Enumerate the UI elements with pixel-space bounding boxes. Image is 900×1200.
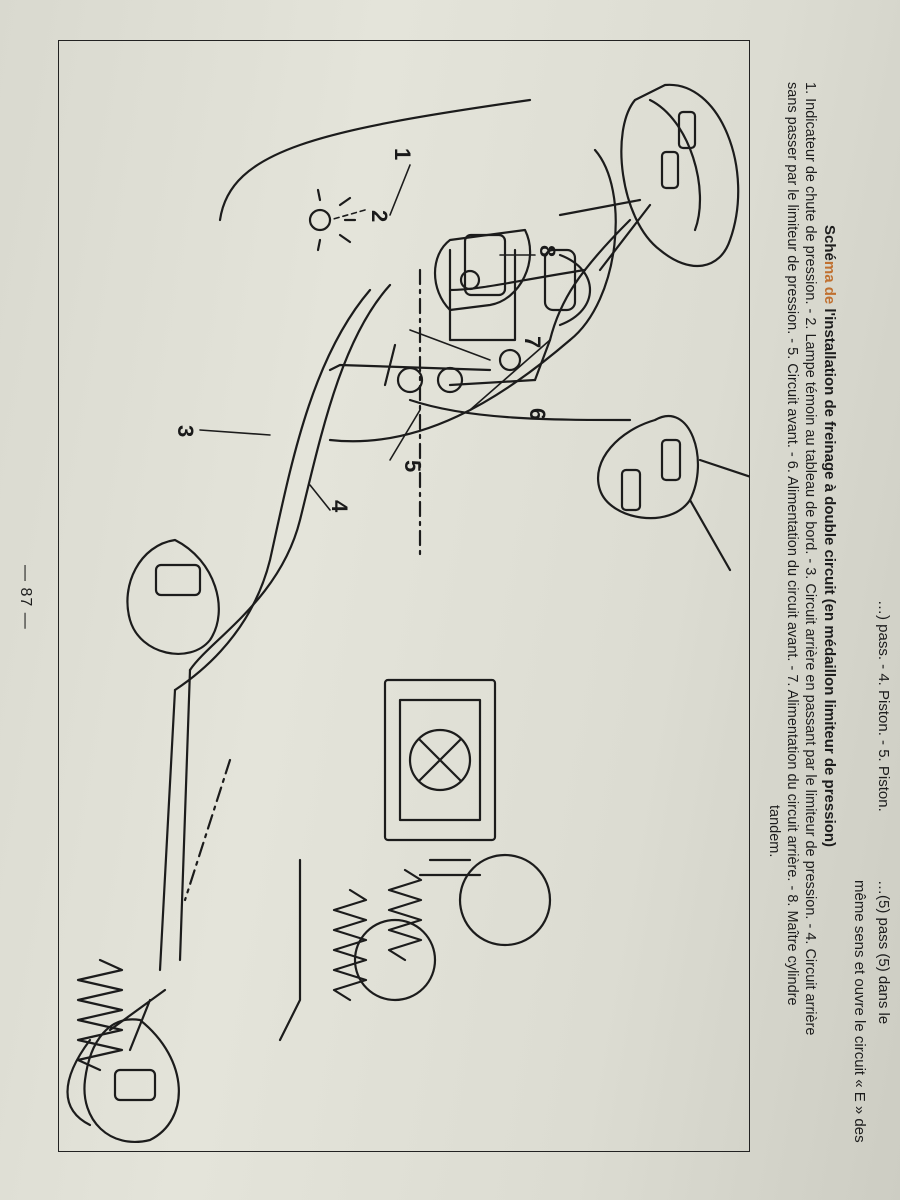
limiter-linkage <box>278 858 302 1042</box>
callout-8: 8 <box>535 245 560 257</box>
figure-legend-line-3: tandem. <box>766 805 782 858</box>
brake-circuit-diagram: 1 2 3 4 5 6 7 8 <box>66 83 750 1143</box>
callout-7: 7 <box>520 336 545 348</box>
callout-5: 5 <box>400 460 425 472</box>
callout-1: 1 <box>390 148 415 160</box>
callout-2: 2 <box>367 210 392 222</box>
front-right-wheel <box>597 414 750 572</box>
caption-title-highlight: ma de <box>821 260 838 305</box>
callout-4: 4 <box>327 500 352 513</box>
figure-legend-line-2: sans passer par le limiteur de pression.… <box>784 82 800 1006</box>
rear-right-wheel <box>66 988 180 1143</box>
pressure-limiter-inset <box>353 678 552 1002</box>
right-column-line-2: même sens et ouvre le circuit « E » des <box>851 880 868 1143</box>
body-outline-left <box>568 148 617 342</box>
caption-title-start: Sché <box>821 225 838 261</box>
spring-inset-2 <box>332 888 368 1002</box>
figure-caption-title: Schéma de l'installation de freinage à d… <box>821 225 838 847</box>
spring-inset-1 <box>387 868 423 962</box>
brake-pedal <box>328 343 492 387</box>
rear-axle-line <box>183 758 232 902</box>
body-outline-center <box>328 338 572 443</box>
previous-caption-fragment: …) pass. - 4. Piston. - 5. Piston. <box>875 600 892 812</box>
callout-leaders <box>199 164 551 511</box>
caption-title-end: l'installation de freinage à double circ… <box>821 304 838 848</box>
pressure-drop-indicator <box>543 248 592 327</box>
warning-lamp <box>308 188 357 252</box>
page-number: — 87 — <box>17 565 34 630</box>
front-left-wheel <box>558 83 740 272</box>
right-column-line-1: …(5) pass (5) dans le <box>875 880 892 1025</box>
callout-3: 3 <box>173 425 198 437</box>
rear-circuit-pipes <box>158 283 392 972</box>
figure-legend-line-1: 1. Indicateur de chute de pression. - 2.… <box>802 82 818 1036</box>
rear-left-wheel <box>126 538 220 655</box>
body-outline-lower <box>218 98 532 222</box>
front-right-pipe <box>408 398 632 422</box>
spring-large <box>76 958 124 1072</box>
callout-6: 6 <box>525 408 550 420</box>
